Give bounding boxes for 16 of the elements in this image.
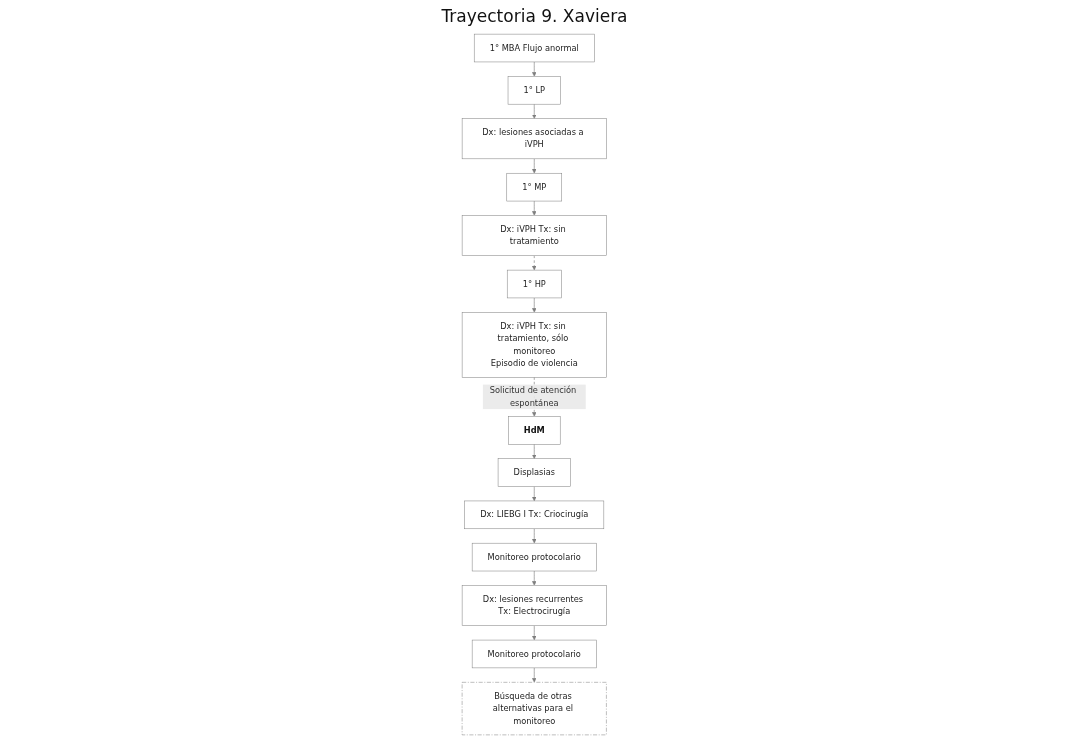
node-box: Dx: iVPH Tx: sin tratamiento, sólo monitoreo Episodio de violencia — [462, 312, 607, 378]
node-box: Dx: lesiones asociadas a iVPH — [462, 118, 607, 160]
node-box: Monitoreo protocolario — [472, 542, 597, 572]
node-box: Displasias — [498, 458, 571, 487]
diagram-title: Trayectoria 9. Xaviera — [441, 6, 628, 26]
node-box: Búsqueda de otras alternativas para el monitoreo — [462, 682, 607, 736]
node-box: 1° HP — [507, 269, 562, 299]
node-box: Dx: LIEBG I Tx: Criocirugía — [464, 500, 605, 530]
node-box: 1° LP — [508, 76, 561, 105]
edge-label: Solicitud de atención espontánea — [489, 385, 577, 408]
node-box: 1° MP — [506, 173, 563, 202]
node-box: Dx: iVPH Tx: sin tratamiento — [462, 215, 607, 256]
node-box: Monitoreo protocolario — [472, 639, 597, 669]
node-box: 1° MBA Flujo anormal — [474, 33, 595, 63]
node-box: Dx: lesiones recurrentes Tx: Electrocirugía — [462, 585, 607, 626]
node-box: HdM — [508, 416, 561, 445]
